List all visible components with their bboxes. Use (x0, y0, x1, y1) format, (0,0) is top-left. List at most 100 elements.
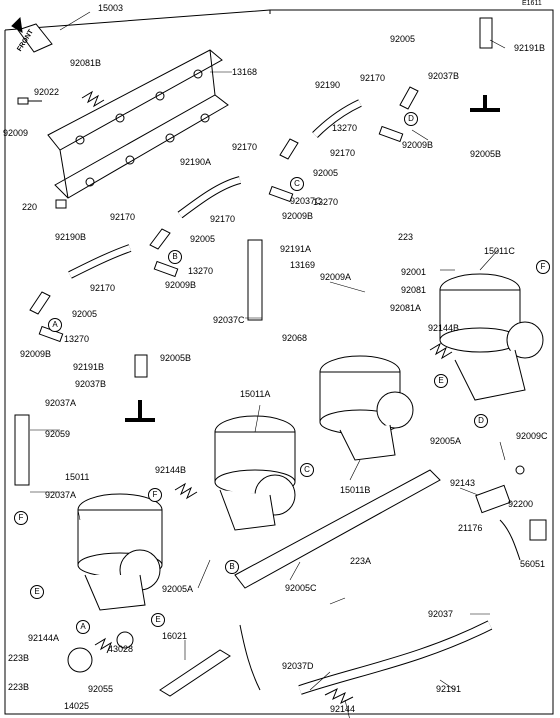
spring-92144a (94, 637, 113, 654)
linkage-bar-92005c (234, 469, 441, 589)
fitting-92005-top (399, 86, 419, 110)
bracket-92143 (475, 484, 511, 514)
part-92037c-b: 92037C (290, 196, 322, 206)
part-92191b-b: 92191B (73, 362, 105, 372)
carburetor-15011a (214, 415, 296, 531)
part-92009b-d: 92009B (20, 349, 52, 359)
clip-13270-a (153, 260, 179, 278)
part-92170-b: 92170 (232, 142, 258, 152)
bolt-92200 (515, 465, 525, 475)
fitting-92005 (149, 228, 171, 250)
part-92144: 92144 (330, 704, 356, 714)
part-92059: 92059 (45, 429, 71, 439)
spring-92144 (324, 687, 354, 705)
ref-b-1: B (168, 250, 182, 264)
screw-92009 (17, 97, 29, 105)
part-92009b-b: 92009B (282, 211, 314, 221)
part-92037d: 92037D (282, 661, 314, 671)
part-223a: 223A (350, 556, 372, 566)
part-15011c: 15011C (484, 246, 515, 256)
part-92191: 92191 (436, 684, 462, 694)
clip-13270-c (268, 185, 294, 203)
ref-e-2: E (30, 585, 44, 599)
part-92170-d: 92170 (110, 212, 136, 222)
part-92144b-b: 92144B (155, 465, 187, 475)
part-16021: 16021 (162, 631, 188, 641)
ref-c-1: C (290, 177, 304, 191)
part-92081a: 92081A (390, 303, 422, 313)
part-92037b-b: 92037B (75, 379, 107, 389)
part-15003: 15003 (98, 3, 124, 13)
ref-a-1: A (48, 318, 62, 332)
part-92022: 92022 (34, 87, 60, 97)
part-92055: 92055 (88, 684, 114, 694)
part-56051: 56051 (520, 559, 546, 569)
carburetor-15011c (439, 273, 544, 401)
tee-92005b-top (470, 95, 500, 112)
part-92170-a: 92170 (360, 73, 386, 83)
ref-b-2: B (225, 560, 239, 574)
spring-92081b (81, 90, 105, 108)
part-92009: 92009 (3, 128, 29, 138)
part-92005-a: 92005 (390, 34, 416, 44)
cover-14025 (67, 647, 93, 673)
part-223b-a: 223B (8, 653, 30, 663)
ref-f-1: F (536, 260, 550, 274)
carburetor-15011 (77, 493, 163, 611)
part-92005c: 92005C (285, 583, 317, 593)
carburetor-15011b (319, 355, 414, 461)
part-92191b-a: 92191B (514, 43, 546, 53)
screw-220 (55, 199, 67, 209)
part-92005-d: 92005 (72, 309, 98, 319)
part-92200: 92200 (508, 499, 534, 509)
throttle-cable (239, 624, 261, 691)
part-92190a: 92190A (180, 157, 212, 167)
part-92190b: 92190B (55, 232, 87, 242)
part-15011a: 15011A (240, 389, 271, 399)
tube-92059 (14, 414, 30, 486)
part-92144a: 92144A (28, 633, 60, 643)
part-92005a-a: 92005A (430, 436, 462, 446)
ref-f-2: F (14, 511, 28, 525)
part-92009c: 92009C (516, 431, 548, 441)
ref-e-3: E (151, 613, 165, 627)
part-92081b: 92081B (70, 58, 102, 68)
plate-43028 (116, 631, 134, 649)
ref-f-3: F (148, 488, 162, 502)
part-13270-b: 13270 (313, 197, 339, 207)
part-92005a-b: 92005A (162, 584, 194, 594)
part-220: 220 (22, 202, 38, 212)
ref-d-2: D (474, 414, 488, 428)
tube-92191a (247, 239, 263, 321)
ref-d-1: D (404, 112, 418, 126)
ref-e-1: E (434, 374, 448, 388)
tee-92005b (125, 400, 155, 422)
diagram-id: E1611 (522, 0, 542, 7)
part-92068: 92068 (282, 333, 308, 343)
part-92143: 92143 (450, 478, 476, 488)
part-43028: 43028 (108, 644, 134, 654)
part-13270-c: 13270 (188, 266, 214, 276)
part-21176: 21176 (458, 523, 483, 533)
part-92009b-c: 92009B (165, 280, 197, 290)
frame-outline (4, 9, 554, 715)
part-92191a: 92191A (280, 244, 312, 254)
part-92005b-a: 92005B (470, 149, 502, 159)
part-92170-f: 92170 (90, 283, 116, 293)
ref-a-2: A (76, 620, 90, 634)
part-92009b-a: 92009B (402, 140, 434, 150)
part-92190: 92190 (315, 80, 341, 90)
part-13270-a: 13270 (332, 123, 358, 133)
part-15011: 15011 (65, 472, 90, 482)
fuel-rail-bracket (47, 49, 229, 199)
leader-lines (30, 11, 506, 718)
part-92037c-a: 92037C (213, 315, 245, 325)
part-92081: 92081 (401, 285, 427, 295)
part-223b-b: 223B (8, 682, 30, 692)
tube-92191b (134, 354, 148, 378)
part-92037a-b: 92037A (45, 490, 77, 500)
ref-c-2: C (300, 463, 314, 477)
part-14025: 14025 (64, 701, 90, 711)
